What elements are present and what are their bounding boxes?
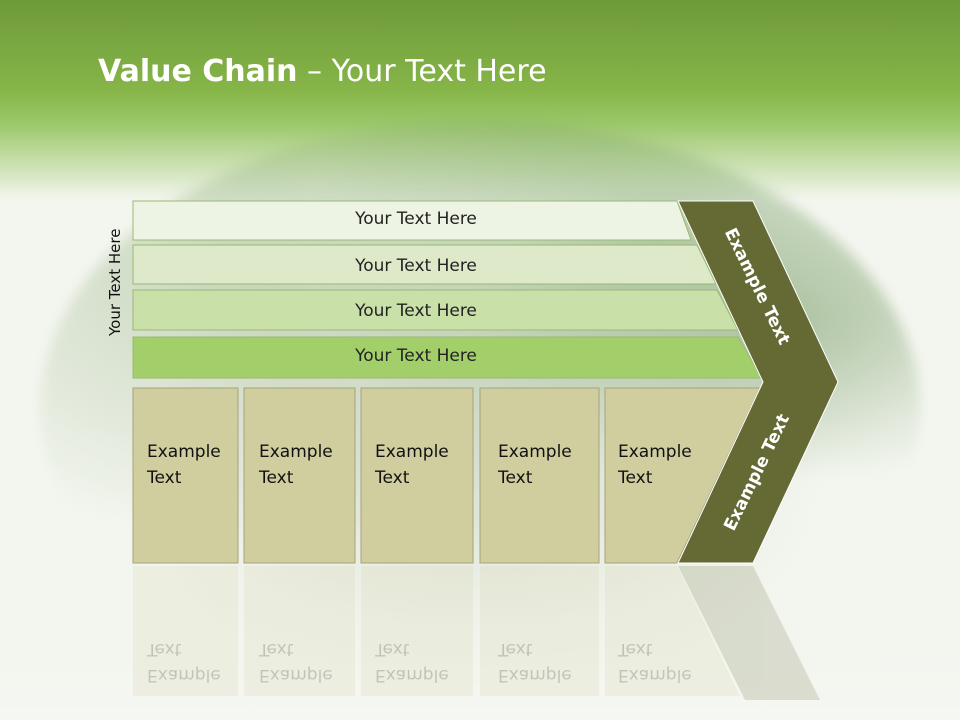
reflection-shapes [133,566,820,700]
side-label: Your Text Here [106,228,124,336]
cell-box-1 [132,387,239,564]
cell-box-5 [604,387,761,564]
cell-5-line-1: Example [618,442,692,462]
cell-2-line-1: Example [259,442,333,462]
cell-4-line-1: Example [498,442,572,462]
row-bar-3 [132,289,739,331]
cell-4-line-2: Text [498,468,533,488]
reflection-cell-4 [480,566,599,696]
cell-1-line-2: Text [147,468,182,488]
cell-3-line-1: Example [375,442,449,462]
row-label-2: Your Text Here [355,256,477,276]
cell-shapes [132,387,761,564]
cell-box-2 [243,387,356,564]
reflection-chevron [678,566,820,700]
cell-box-3 [360,387,474,564]
row-shapes [132,200,763,379]
title-bold: Value Chain [98,54,298,89]
cell-2-line-2: Text [259,468,294,488]
row-label-3: Your Text Here [355,301,477,321]
chevron [677,200,839,564]
cell-5-line-2: Text [618,468,653,488]
reflection-cell-2 [244,566,355,696]
row-bar-1 [132,200,692,241]
title-rest: – Your Text Here [297,54,547,89]
reflection-cell-5 [605,566,740,696]
row-label-4: Your Text Here [355,346,477,366]
reflection-cell-3 [361,566,473,696]
header-band [0,0,960,200]
slide-title: Value Chain – Your Text Here [98,54,547,89]
row-bar-2 [132,244,717,285]
cell-1-line-1: Example [147,442,221,462]
cell-box-4 [479,387,600,564]
row-label-1: Your Text Here [355,209,477,229]
reflection-cell-1 [133,566,238,696]
cell-3-line-2: Text [375,468,410,488]
